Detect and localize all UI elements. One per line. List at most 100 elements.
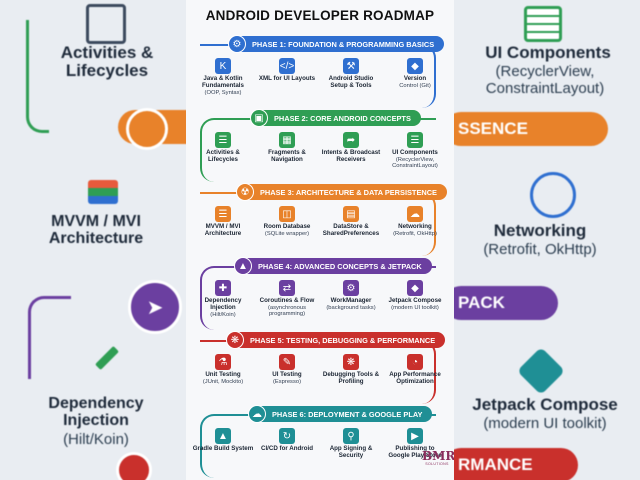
rocket-icon: ➤ [128, 280, 182, 334]
compose-icon: ◆ [407, 280, 423, 296]
item-label: Gradle Build System [192, 445, 254, 452]
phase-title: PHASE 5: TESTING, DEBUGGING & PERFORMANC… [250, 335, 436, 345]
bg-phase-band: PACK [454, 286, 558, 320]
phase-banner: ❋PHASE 5: TESTING, DEBUGGING & PERFORMAN… [226, 331, 446, 349]
phase-icon: ▣ [250, 109, 268, 127]
cloud-icon [530, 172, 576, 218]
layers-icon: ☰ [215, 206, 231, 222]
bg-gear-icon [116, 452, 152, 480]
item-label: WorkManager [330, 297, 372, 304]
bg-di-label: Dependency Injection [48, 395, 144, 429]
intent-icon: ➦ [343, 132, 359, 148]
roadmap-item: ▲Gradle Build System [192, 428, 254, 453]
phase-5: ❋PHASE 5: TESTING, DEBUGGING & PERFORMAN… [186, 331, 454, 404]
item-label: App Performance Optimization [389, 371, 441, 385]
roadmap-item: ✚Dependency Injection(Hilt/Koin) [192, 280, 254, 318]
roadmap-item: ⇄Coroutines & Flow(asynchronous programm… [256, 280, 318, 318]
item-label: App Signing & Security [329, 445, 373, 459]
item-label: Fragments & Navigation [268, 149, 306, 163]
shuffle-icon: ⇄ [279, 280, 295, 296]
gauge-icon: ◔ [407, 354, 423, 370]
phase-title: PHASE 2: CORE ANDROID CONCEPTS [274, 113, 411, 123]
play-store-icon: ▶ [407, 428, 423, 444]
item-sublabel: (JUnit, Mockito) [202, 378, 244, 385]
bg-compose-sub: (modern UI toolkit) [483, 415, 607, 432]
roadmap-item: ↻CI/CD for Android [256, 428, 318, 453]
item-label: Publishing to Google Play Store [388, 445, 442, 459]
item-sublabel: (background tasks) [326, 304, 376, 311]
bg-phase-band: RMANCE [454, 448, 578, 480]
roadmap-item: ☰MVVM / MVI Architecture [192, 206, 254, 238]
item-label: Version [403, 75, 427, 82]
bg-layers-icon [88, 180, 118, 204]
background-right-panel: UI Components (RecyclerView, ConstraintL… [454, 0, 640, 480]
roadmap-item: ▦Fragments & Navigation [256, 132, 318, 164]
roadmap-item: ➦Intents & Broadcast Receivers [320, 132, 382, 164]
phase-title: PHASE 6: DEPLOYMENT & GOOGLE PLAY [272, 409, 423, 419]
ui-testing-icon: ✎ [279, 354, 295, 370]
list-icon [524, 6, 562, 42]
bg-compose-label: Jetpack Compose [472, 395, 618, 414]
phase-banner: ☁ PHASE 6: DEPLOYMENT & GOOGLE PLAY [248, 405, 433, 423]
item-label: Unit Testing [205, 371, 241, 378]
item-sublabel: (SQLite wrapper) [264, 230, 310, 237]
phase-banner: ☢PHASE 3: ARCHITECTURE & DATA PERSISTENC… [236, 183, 447, 201]
roadmap-item: ◆Jetpack Compose(modern UI toolkit) [384, 280, 446, 311]
bg-connector [26, 20, 49, 133]
page-title: ANDROID DEVELOPER ROADMAP [205, 8, 435, 23]
item-sublabel: (OOP, Syntax) [204, 89, 242, 96]
phase-icon: ☁ [248, 405, 266, 423]
item-label: CI/CD for Android [260, 445, 313, 452]
item-label: UI Testing [272, 371, 302, 378]
bg-connector [28, 296, 71, 379]
datastore-icon: ▤ [343, 206, 359, 222]
roadmap-item: </>XML for UI Layouts [256, 58, 318, 83]
phase-1: ⚙ PHASE 1: FOUNDATION & PROGRAMMING BASIC… [186, 35, 454, 108]
item-sublabel: (Hilt/Koin) [210, 311, 236, 318]
phase-title: PHASE 4: ADVANCED CONCEPTS & JETPACK [258, 261, 422, 271]
item-sublabel: (RecyclerView, ConstraintLayout) [392, 156, 438, 170]
documents-icon [86, 4, 126, 44]
roadmap-item: ☰UI Components(RecyclerView, ConstraintL… [384, 132, 446, 170]
background-left-panel: Activities & Lifecycles MVVM / MVI Archi… [0, 0, 186, 480]
fragments-icon: ▦ [279, 132, 295, 148]
roadmap-item: ⚒Android Studio Setup & Tools [320, 58, 382, 90]
roadmap-item: ❋Debugging Tools & Profiling [320, 354, 382, 386]
watermark: BMR SOLUTIONS [422, 450, 454, 478]
roadmap-item: ▤DataStore & SharedPreferences [320, 206, 382, 238]
item-label: MVVM / MVI Architecture [204, 223, 242, 237]
cloud-icon: ☁ [407, 206, 423, 222]
item-label: Jetpack Compose [388, 297, 442, 304]
bg-phase-band: SSENCE [454, 112, 608, 146]
bg-net-label: Networking [493, 221, 587, 240]
database-icon: ◫ [279, 206, 295, 222]
phase-6: ☁ PHASE 6: DEPLOYMENT & GOOGLE PLAY ▲Gradl… [186, 405, 454, 478]
bg-ui-label: UI Components [485, 43, 611, 62]
item-label: Intents & Broadcast Receivers [321, 149, 381, 163]
xml-icon: </> [279, 58, 295, 74]
phase-icon: ⚙ [228, 35, 246, 53]
item-sublabel: (modern UI toolkit) [391, 304, 439, 311]
item-sublabel: (Espresso) [272, 378, 302, 385]
phase-icon: ☢ [236, 183, 254, 201]
item-label: Java & Kotlin Fundamentals [202, 75, 244, 89]
bg-syringe-icon [94, 345, 120, 371]
phase-2: ▣PHASE 2: CORE ANDROID CONCEPTS☰Activiti… [186, 109, 454, 182]
roadmap-item: ◔App Performance Optimization [384, 354, 446, 386]
item-label: Debugging Tools & Profiling [322, 371, 380, 385]
syringe-icon: ✚ [215, 280, 231, 296]
phase-banner: ▲PHASE 4: ADVANCED CONCEPTS & JETPACK [234, 257, 432, 275]
bg-ui-sub: (RecyclerView, ConstraintLayout) [485, 63, 605, 97]
bg-compose-icon [516, 346, 566, 396]
workmanager-icon: ⚙ [343, 280, 359, 296]
phase-title: PHASE 1: FOUNDATION & PROGRAMMING BASICS [252, 39, 435, 49]
bg-house-icon [126, 108, 168, 150]
git-icon: ◆ [407, 58, 423, 74]
phase-3: ☢PHASE 3: ARCHITECTURE & DATA PERSISTENC… [186, 183, 454, 256]
item-sublabel: (Retrofit, OkHttp) [393, 230, 437, 237]
item-label: Android Studio Setup & Tools [328, 75, 374, 89]
roadmap-item: ⚗Unit Testing(JUnit, Mockito) [192, 354, 254, 385]
gradle-icon: ▲ [215, 428, 231, 444]
